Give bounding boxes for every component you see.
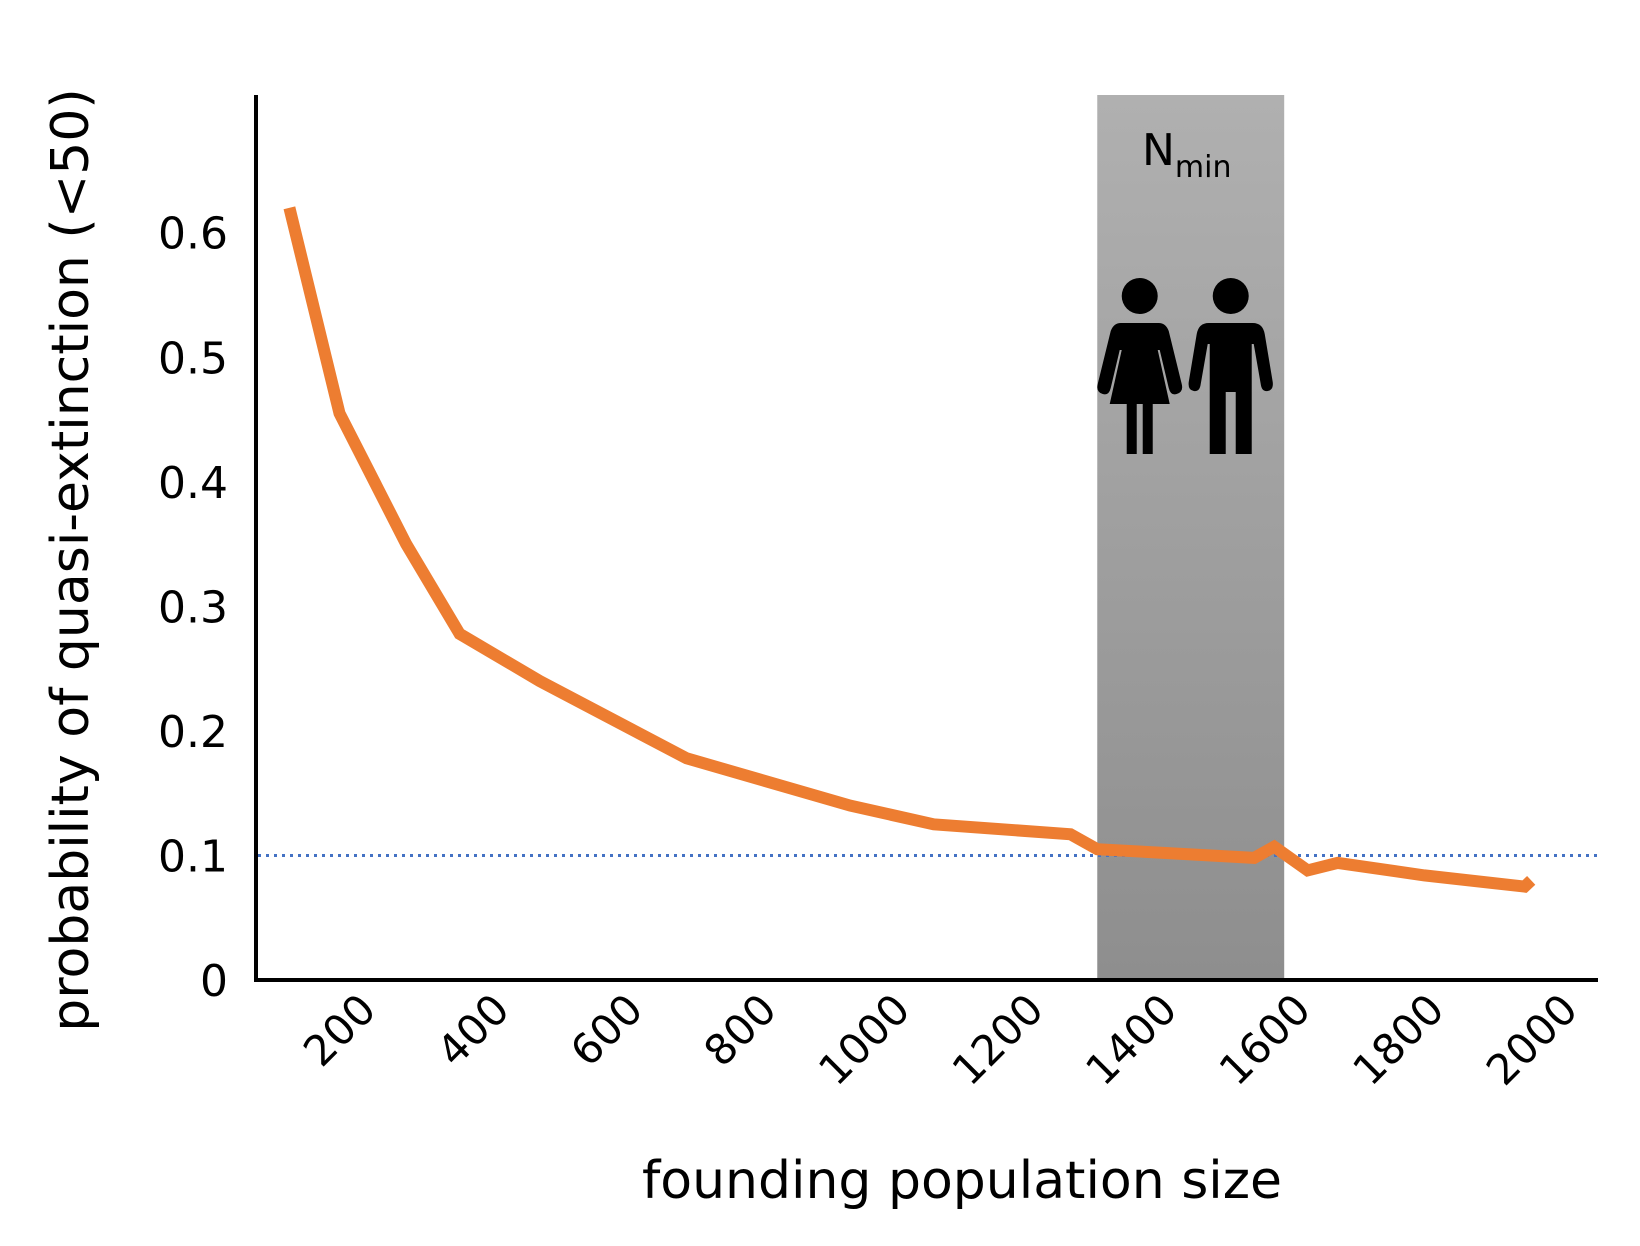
y-axis-title: probability of quasi-extinction (<50) (41, 88, 101, 1031)
y-tick-label: 0.5 (158, 333, 228, 384)
y-tick-label: 0.6 (158, 209, 228, 260)
x-axis-title: founding population size (642, 1151, 1282, 1211)
x-tick-label: 400 (427, 984, 518, 1075)
y-tick-label: 0.2 (158, 707, 228, 758)
x-tick-label: 1600 (1210, 984, 1320, 1094)
x-tick-label: 800 (694, 984, 785, 1075)
nmin-label: Nmin (1142, 125, 1232, 185)
x-tick-label: 2000 (1477, 984, 1587, 1094)
x-tick-label: 1800 (1343, 984, 1453, 1094)
x-tick-label: 1400 (1076, 984, 1186, 1094)
y-tick-label: 0.1 (158, 831, 228, 882)
nmin-shaded-region (1097, 95, 1285, 980)
x-tick-label: 1000 (809, 984, 919, 1094)
x-tick-label: 200 (294, 984, 385, 1075)
y-tick-label: 0.3 (158, 582, 228, 633)
x-tick-label: 600 (561, 984, 652, 1075)
y-tick-label: 0.4 (158, 458, 228, 509)
y-tick-label: 0 (200, 956, 228, 1007)
y-tick-labels: 0 0.1 0.2 0.3 0.4 0.5 0.6 (158, 209, 228, 1007)
x-tick-label: 1200 (943, 984, 1053, 1094)
man-icon (1188, 278, 1273, 454)
series-line-quasi-extinction (283, 206, 1536, 893)
woman-icon (1097, 278, 1183, 454)
